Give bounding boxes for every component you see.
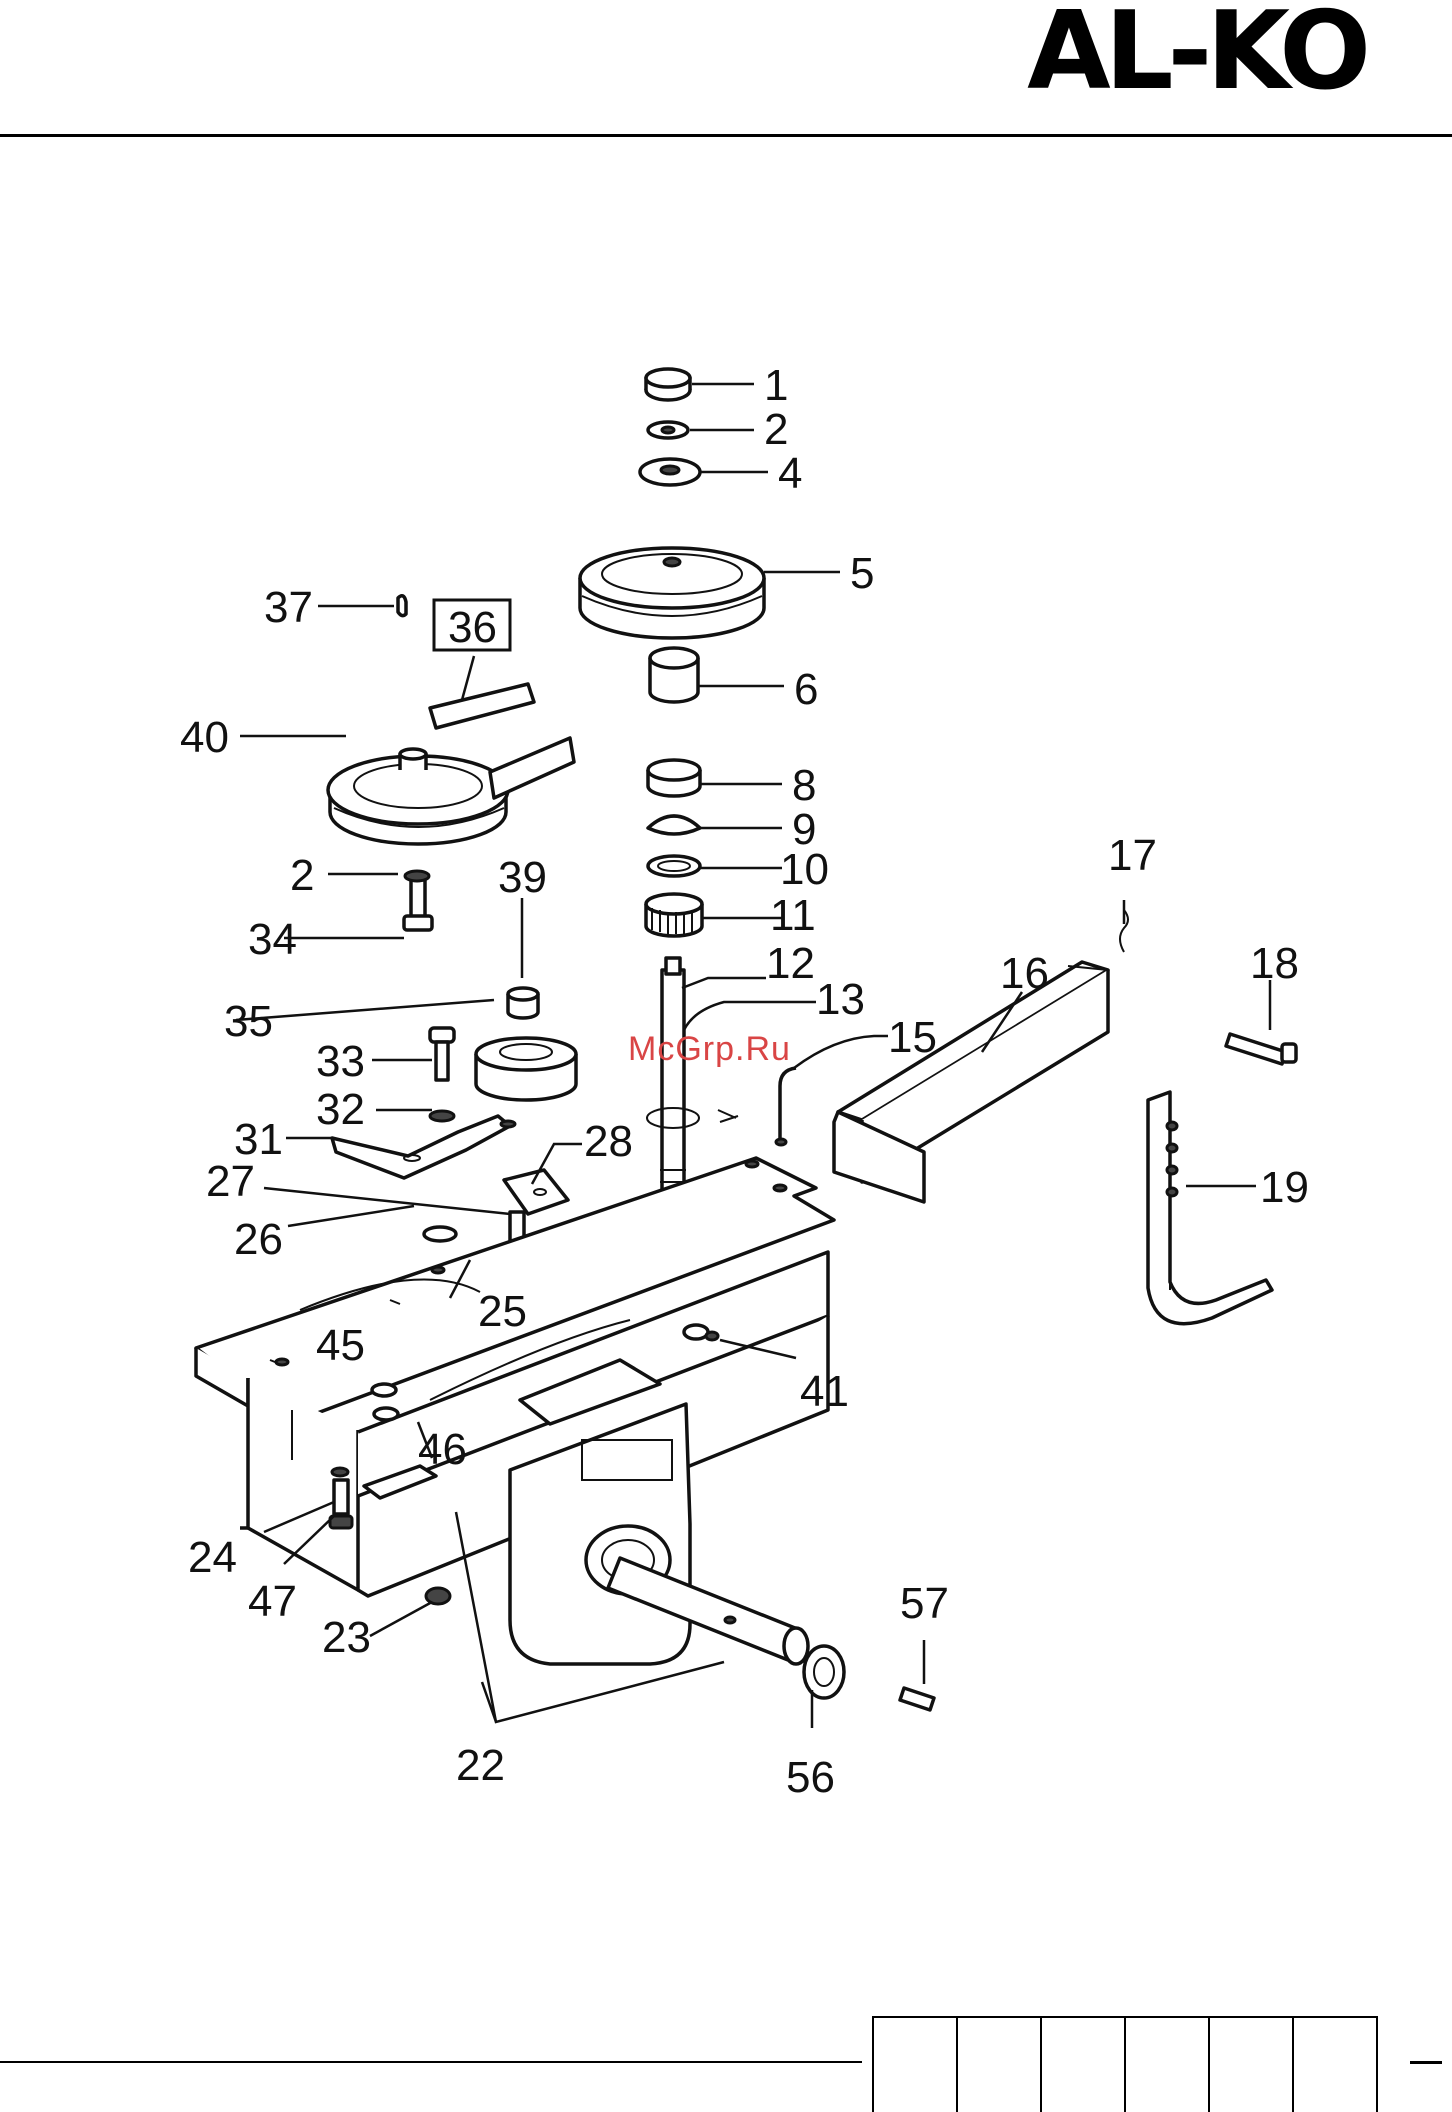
callout-22: 22 <box>456 1741 505 1790</box>
callout-2b: 2 <box>290 851 314 900</box>
callout-47: 47 <box>248 1577 297 1626</box>
callout-2: 2 <box>764 405 788 454</box>
small-washer-part <box>405 871 429 881</box>
bent-pin-part <box>776 1068 796 1145</box>
callout-25: 25 <box>478 1287 527 1336</box>
footer-rule <box>0 2061 862 2063</box>
callout-27: 27 <box>206 1157 255 1206</box>
callout-28: 28 <box>584 1117 633 1166</box>
callout-17: 17 <box>1108 831 1157 880</box>
axle-pin-part <box>900 1688 934 1710</box>
callout-12: 12 <box>766 939 815 988</box>
spring-washer-part <box>648 816 700 834</box>
footer-cell <box>958 2018 1042 2112</box>
callout-10: 10 <box>780 845 829 894</box>
drive-pulley-part <box>580 548 764 638</box>
bearing-cup-part <box>648 760 700 796</box>
gearbox-housing-part <box>510 1404 690 1664</box>
bar-bolt-part <box>1226 1034 1296 1064</box>
idler-washer-part <box>430 1111 454 1121</box>
cotter-pin-part <box>398 596 406 616</box>
idler-pulley-part <box>476 1038 576 1100</box>
frame-screw-part <box>330 1480 352 1528</box>
tine-bar-part <box>834 962 1108 1202</box>
o-ring-part <box>648 856 700 876</box>
callout-16: 16 <box>1000 949 1049 998</box>
callout-11: 11 <box>770 891 816 940</box>
lock-nut-part <box>508 988 538 1018</box>
frame-clip-part <box>332 1468 348 1476</box>
footer-cell-grid <box>872 2016 1378 2112</box>
bolt-part <box>404 876 432 930</box>
callout-5: 5 <box>850 549 874 598</box>
callout-57: 57 <box>900 1579 949 1628</box>
footer-cell <box>1126 2018 1210 2112</box>
watermark-text: McGrp.Ru <box>628 1030 791 1069</box>
callout-41: 41 <box>800 1367 849 1416</box>
footer-dash <box>1410 2061 1442 2064</box>
callout-24: 24 <box>188 1533 237 1582</box>
footer-cell <box>874 2018 958 2112</box>
frame-bolt-part <box>372 1384 398 1420</box>
callout-8: 8 <box>792 761 816 810</box>
callout-13: 13 <box>816 975 865 1024</box>
axle-washer-part <box>804 1646 844 1698</box>
roller-bearing-part <box>646 894 702 936</box>
footer-cell <box>1042 2018 1126 2112</box>
belt-guide-pulley-part <box>328 749 508 844</box>
callout-40: 40 <box>180 713 229 762</box>
footer-cell <box>1294 2018 1378 2112</box>
washer-part <box>648 422 688 438</box>
spacer-washer-part <box>640 459 700 485</box>
loose-nut-part <box>426 1588 450 1604</box>
callout-6: 6 <box>794 665 818 714</box>
callout-15: 15 <box>888 1013 937 1062</box>
bushing-part <box>650 648 698 702</box>
tine-bracket-part <box>1148 1092 1272 1324</box>
callout-36: 36 <box>448 603 497 652</box>
callout-56: 56 <box>786 1753 835 1802</box>
callout-39: 39 <box>498 853 547 902</box>
idler-bolt-part <box>430 1028 454 1080</box>
callout-19: 19 <box>1260 1163 1309 1212</box>
callout-37: 37 <box>264 583 313 632</box>
callout-46: 46 <box>418 1425 467 1474</box>
callout-33: 33 <box>316 1037 365 1086</box>
callout-34: 34 <box>248 915 297 964</box>
callout-23: 23 <box>322 1613 371 1662</box>
callout-18: 18 <box>1250 939 1299 988</box>
frame-washer-part <box>424 1227 456 1241</box>
circlip-part <box>718 1110 738 1122</box>
nut-part <box>646 369 690 400</box>
callout-1: 1 <box>764 361 788 410</box>
footer-cell <box>1210 2018 1294 2112</box>
callout-45: 45 <box>316 1321 365 1370</box>
callout-32: 32 <box>316 1085 365 1134</box>
callout-35: 35 <box>224 997 273 1046</box>
callout-26: 26 <box>234 1215 283 1264</box>
callout-4: 4 <box>778 449 802 498</box>
